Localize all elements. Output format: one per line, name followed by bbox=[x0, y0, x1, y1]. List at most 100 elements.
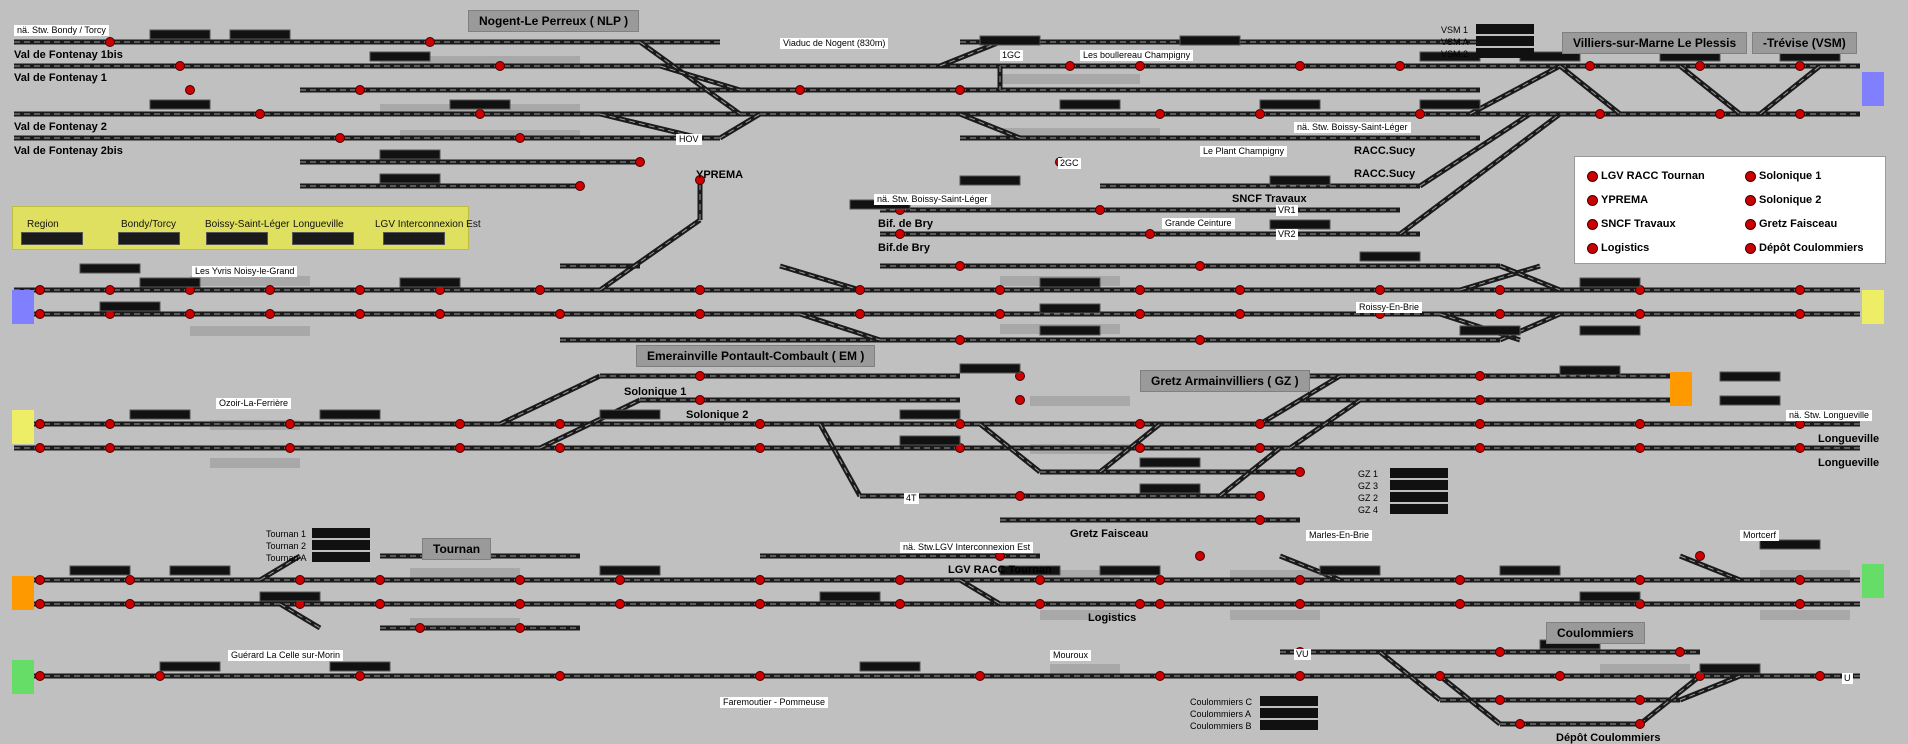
signal[interactable] bbox=[1255, 419, 1265, 429]
signal[interactable] bbox=[695, 285, 705, 295]
signal[interactable] bbox=[35, 419, 45, 429]
signal[interactable] bbox=[795, 85, 805, 95]
signal[interactable] bbox=[955, 261, 965, 271]
route-panel[interactable] bbox=[1099, 565, 1161, 576]
signal[interactable] bbox=[995, 285, 1005, 295]
signal[interactable] bbox=[185, 85, 195, 95]
signal[interactable] bbox=[255, 109, 265, 119]
signal[interactable] bbox=[1595, 109, 1605, 119]
signal[interactable] bbox=[515, 623, 525, 633]
route-panel[interactable] bbox=[1179, 35, 1241, 46]
signal[interactable] bbox=[105, 443, 115, 453]
signal[interactable] bbox=[1475, 371, 1485, 381]
route-panel[interactable] bbox=[149, 99, 211, 110]
route-panel[interactable] bbox=[859, 661, 921, 672]
signal[interactable] bbox=[1415, 109, 1425, 119]
route-panel[interactable] bbox=[959, 175, 1021, 186]
signal[interactable] bbox=[495, 61, 505, 71]
route-panel[interactable] bbox=[1039, 303, 1101, 314]
signal[interactable] bbox=[955, 419, 965, 429]
vsm-2-box[interactable] bbox=[1476, 48, 1534, 58]
signal[interactable] bbox=[105, 285, 115, 295]
signal[interactable] bbox=[555, 671, 565, 681]
signal[interactable] bbox=[435, 309, 445, 319]
route-panel[interactable] bbox=[319, 409, 381, 420]
signal[interactable] bbox=[1135, 443, 1145, 453]
signal[interactable] bbox=[1235, 285, 1245, 295]
route-panel[interactable] bbox=[1719, 371, 1781, 382]
route-panel[interactable] bbox=[1039, 277, 1101, 288]
signal[interactable] bbox=[1065, 61, 1075, 71]
signal[interactable] bbox=[995, 309, 1005, 319]
signal[interactable] bbox=[955, 335, 965, 345]
route-panel[interactable] bbox=[1269, 219, 1331, 230]
signal[interactable] bbox=[285, 419, 295, 429]
signal[interactable] bbox=[1095, 205, 1105, 215]
signal[interactable] bbox=[1495, 285, 1505, 295]
route-panel[interactable] bbox=[329, 661, 391, 672]
tournan-a-box[interactable] bbox=[312, 552, 370, 562]
signal[interactable] bbox=[1155, 599, 1165, 609]
signal[interactable] bbox=[555, 419, 565, 429]
signal[interactable] bbox=[35, 309, 45, 319]
signal[interactable] bbox=[1675, 647, 1685, 657]
signal[interactable] bbox=[355, 285, 365, 295]
signal[interactable] bbox=[35, 285, 45, 295]
tournan-2-box[interactable] bbox=[312, 540, 370, 550]
signal[interactable] bbox=[695, 371, 705, 381]
route-panel[interactable] bbox=[379, 173, 441, 184]
route-panel[interactable] bbox=[69, 565, 131, 576]
signal[interactable] bbox=[855, 285, 865, 295]
signal[interactable] bbox=[1695, 551, 1705, 561]
signal[interactable] bbox=[1635, 309, 1645, 319]
line-end-west-orange[interactable] bbox=[12, 576, 34, 610]
signal[interactable] bbox=[1035, 575, 1045, 585]
route-panel[interactable] bbox=[959, 363, 1021, 374]
signal[interactable] bbox=[755, 575, 765, 585]
route-panel[interactable] bbox=[1579, 591, 1641, 602]
signal[interactable] bbox=[1475, 419, 1485, 429]
route-panel[interactable] bbox=[159, 661, 221, 672]
signal[interactable] bbox=[755, 419, 765, 429]
route-panel[interactable] bbox=[1579, 277, 1641, 288]
route-panel[interactable] bbox=[599, 565, 661, 576]
signal[interactable] bbox=[1635, 695, 1645, 705]
route-panel[interactable] bbox=[149, 29, 211, 40]
line-end-east-yellow[interactable] bbox=[1862, 290, 1884, 324]
route-panel[interactable] bbox=[99, 301, 161, 312]
signal[interactable] bbox=[1795, 575, 1805, 585]
gz-1-box[interactable] bbox=[1390, 468, 1448, 478]
signal[interactable] bbox=[1295, 61, 1305, 71]
route-panel[interactable] bbox=[599, 409, 661, 420]
signal[interactable] bbox=[1495, 309, 1505, 319]
route-panel[interactable] bbox=[399, 277, 461, 288]
signal[interactable] bbox=[35, 599, 45, 609]
line-end-east-green[interactable] bbox=[1862, 564, 1884, 598]
signal[interactable] bbox=[455, 443, 465, 453]
signal[interactable] bbox=[1135, 61, 1145, 71]
signal[interactable] bbox=[515, 575, 525, 585]
route-panel[interactable] bbox=[229, 29, 291, 40]
signal[interactable] bbox=[1475, 395, 1485, 405]
signal[interactable] bbox=[455, 419, 465, 429]
signal[interactable] bbox=[355, 671, 365, 681]
key-region-box[interactable] bbox=[21, 232, 83, 245]
signal[interactable] bbox=[1295, 467, 1305, 477]
signal[interactable] bbox=[1195, 261, 1205, 271]
signal[interactable] bbox=[125, 599, 135, 609]
signal[interactable] bbox=[1135, 285, 1145, 295]
line-end-west-green[interactable] bbox=[12, 660, 34, 694]
signal[interactable] bbox=[555, 443, 565, 453]
signal[interactable] bbox=[1585, 61, 1595, 71]
signal[interactable] bbox=[375, 575, 385, 585]
signal[interactable] bbox=[615, 575, 625, 585]
signal[interactable] bbox=[415, 623, 425, 633]
signal[interactable] bbox=[1135, 419, 1145, 429]
route-panel[interactable] bbox=[79, 263, 141, 274]
signal[interactable] bbox=[1295, 575, 1305, 585]
signal[interactable] bbox=[695, 309, 705, 319]
signal[interactable] bbox=[175, 61, 185, 71]
signal[interactable] bbox=[35, 671, 45, 681]
signal[interactable] bbox=[1795, 109, 1805, 119]
signal[interactable] bbox=[895, 229, 905, 239]
